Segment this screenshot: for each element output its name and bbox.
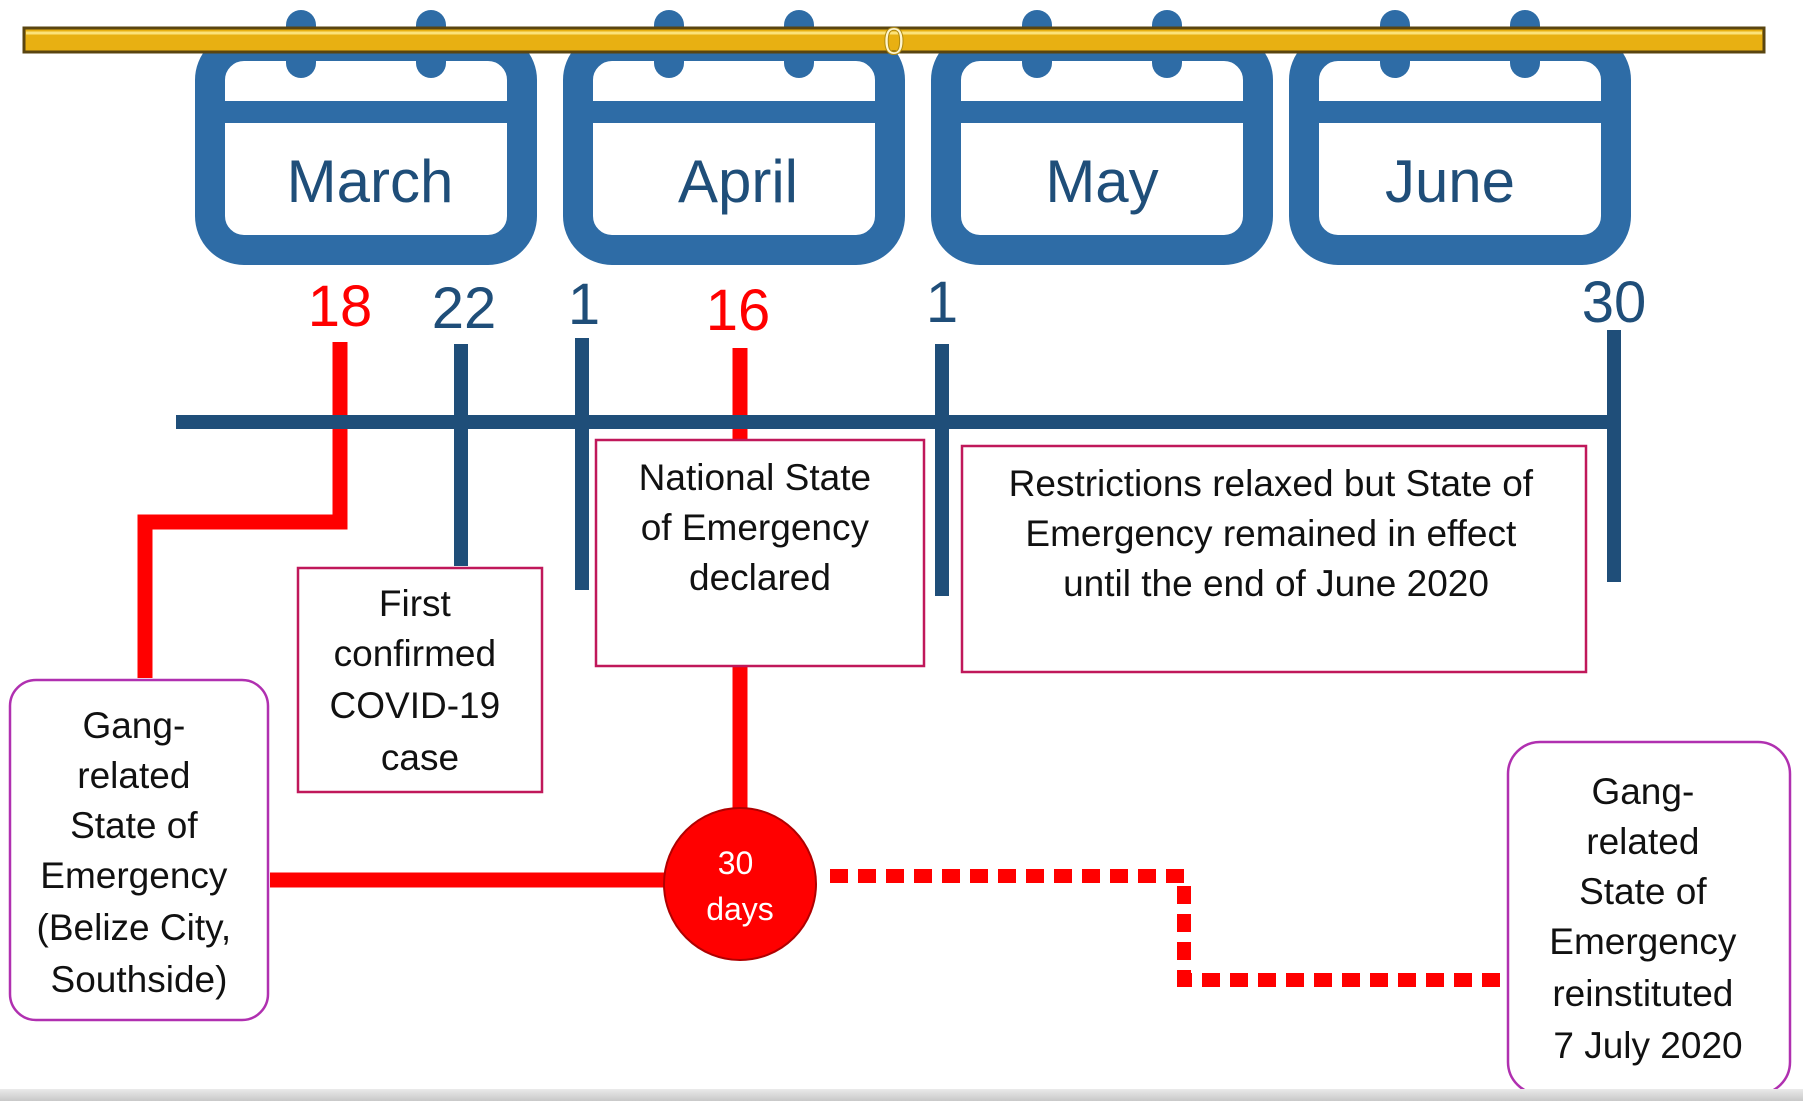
bottom-edge: [0, 1089, 1803, 1101]
event-box-first-case: [296, 566, 544, 794]
duration-text: 30 days: [706, 845, 774, 927]
month-label-april: April: [678, 148, 798, 215]
date-label-apr-16: 16: [706, 278, 771, 343]
month-label-june: June: [1385, 148, 1515, 215]
event-text-gang-soe: Gang- related State of Emergency (Belize…: [37, 705, 242, 1000]
timeline-axis: [176, 330, 1621, 596]
event-text-relaxed: Restrictions relaxed but State of Emerge…: [1009, 463, 1544, 604]
duration-circle: [663, 807, 817, 961]
event-text-reinstituted: Gang- related State of Emergency reinsti…: [1549, 771, 1746, 1066]
event-box-gang-soe: [8, 678, 270, 1022]
event-text-first-case: First confirmed COVID-19 case: [330, 583, 511, 778]
event-text-national-soe: National State of Emergency declared: [639, 457, 882, 598]
month-label-may: May: [1045, 148, 1158, 215]
event-box-national-soe: [594, 438, 926, 668]
date-label-apr-1: 1: [568, 272, 600, 337]
top-bar: [22, 26, 1766, 54]
top-bar-label: 0: [883, 21, 904, 63]
dotted-continuation-line: [830, 869, 1506, 987]
connector-gang-soe: [137, 342, 672, 888]
date-label-mar-18: 18: [308, 274, 373, 339]
date-label-mar-22: 22: [432, 276, 497, 341]
date-label-may-1: 1: [926, 270, 958, 335]
month-label-march: March: [287, 148, 454, 215]
event-box-relaxed: [960, 444, 1588, 674]
date-label-jun-30: 30: [1582, 270, 1647, 335]
